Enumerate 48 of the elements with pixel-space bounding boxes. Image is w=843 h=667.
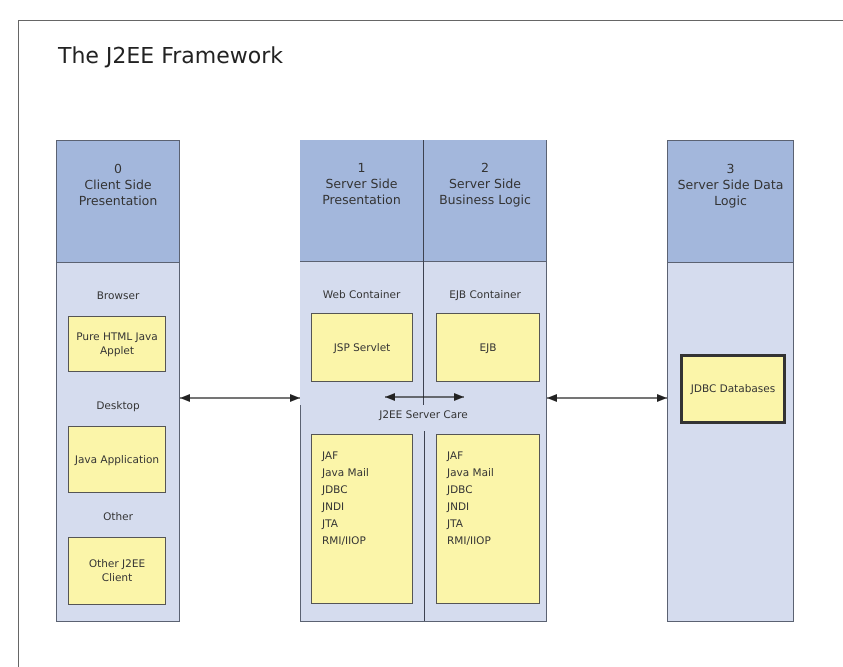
- list-item: JDBC: [447, 483, 474, 497]
- list-item: RMI/IIOP: [322, 534, 367, 548]
- tier-number: 0: [114, 161, 122, 177]
- section-label: J2EE Server Care: [378, 409, 469, 421]
- tier-number: 2: [481, 160, 489, 176]
- tier-column: [667, 140, 794, 622]
- list-item: JTA: [447, 517, 464, 531]
- component-label: JDBC Databases: [690, 382, 776, 396]
- component-label: Pure HTML Java Applet: [75, 330, 159, 358]
- component-label: EJB: [480, 340, 496, 354]
- list-item: JTA: [322, 517, 339, 531]
- component-label: Java Application: [74, 452, 160, 466]
- list-item: Java Mail: [322, 466, 370, 480]
- double-arrow: [385, 393, 464, 401]
- list-item: RMI/IIOP: [447, 534, 492, 548]
- section-label: Web Container: [322, 289, 402, 301]
- api-list-box: [311, 434, 413, 604]
- api-list-box: [436, 434, 540, 604]
- list-item: Java Mail: [447, 466, 495, 480]
- tier-number: 3: [726, 161, 734, 177]
- tier-title: Client Side Presentation: [78, 177, 158, 209]
- component-label: JSP Servlet: [334, 340, 390, 354]
- server-panel: [300, 140, 547, 622]
- section-label: EJB Container: [448, 289, 522, 301]
- tier-title: Server Side Data Logic: [676, 177, 784, 209]
- list-item: JNDI: [322, 500, 346, 514]
- list-item: JAF: [322, 449, 340, 463]
- list-item: JNDI: [447, 500, 470, 514]
- component-box: [311, 313, 413, 382]
- component-label: Other J2EE Client: [88, 557, 146, 585]
- component-box: [68, 426, 166, 493]
- section-label: Browser: [96, 290, 140, 302]
- list-item: JDBC: [322, 483, 349, 497]
- double-arrow: [180, 394, 300, 402]
- tier-number: 1: [358, 160, 366, 176]
- component-box: [68, 537, 166, 605]
- tier-title: Server Side Business Logic: [438, 176, 532, 208]
- double-arrow: [547, 394, 667, 402]
- section-label: Desktop: [95, 400, 141, 412]
- component-box: [680, 354, 786, 424]
- tier-column: [300, 140, 424, 405]
- section-label: Other: [102, 511, 134, 523]
- component-box: [436, 313, 540, 382]
- list-item: JAF: [447, 449, 464, 463]
- diagram-title: The J2EE Framework: [58, 44, 283, 69]
- tier-column: [56, 140, 180, 622]
- component-box: [68, 316, 166, 372]
- tier-title: Server Side Presentation: [321, 176, 402, 208]
